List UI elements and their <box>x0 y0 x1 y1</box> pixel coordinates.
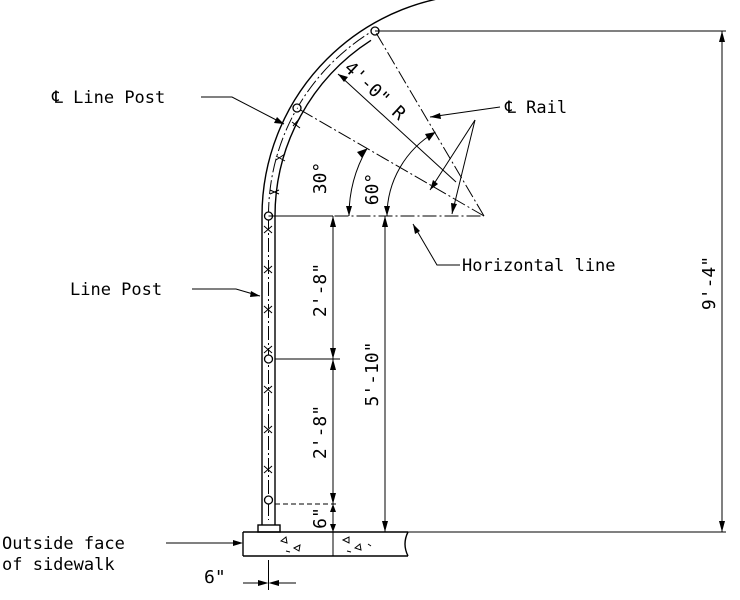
cl-line-post-label: ℄ Line Post <box>51 88 165 108</box>
line-post <box>261 216 276 520</box>
leaders <box>166 96 501 546</box>
post-lower-dimension-text: 2'-8" <box>310 405 331 459</box>
sidewalk-slab <box>242 531 409 557</box>
line-post-label: Line Post <box>70 280 162 300</box>
total-height-dimension-text: 9'-4" <box>699 256 720 310</box>
post-upper-dimension-text: 2'-8" <box>310 263 331 317</box>
base-offset-dimension <box>243 560 296 590</box>
horizontal-line-label: Horizontal line <box>462 256 616 276</box>
base-offset-dimension-text: 6" <box>204 567 226 588</box>
angle-arcs <box>346 131 436 217</box>
angle-30-text: 30° <box>310 162 331 195</box>
height-to-horizontal-dimension-text: 5'-10" <box>362 341 383 406</box>
radius-dimension: 4'-0" R <box>337 57 457 183</box>
radius-dimension-text: 4'-0" R <box>340 57 410 124</box>
outside-face-label-line1: Outside face <box>2 534 125 554</box>
outside-face-label-line2: of sidewalk <box>2 555 115 575</box>
angle-60-text: 60° <box>362 173 383 206</box>
vertical-dimensions <box>275 31 726 533</box>
post-base-plate <box>257 504 281 533</box>
bottom-offset-dimension-text: 6" <box>310 507 331 529</box>
cl-rail-label: ℄ Rail <box>504 98 567 118</box>
construction-lines <box>268 30 726 217</box>
